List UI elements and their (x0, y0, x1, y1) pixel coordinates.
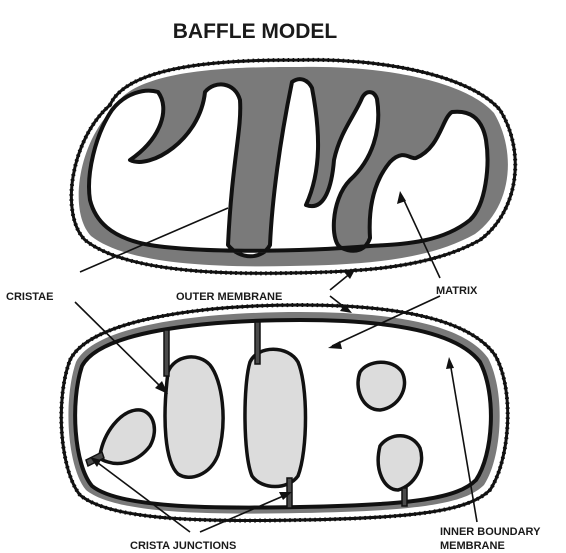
label-outer-membrane: OUTER MEMBRANE (176, 291, 282, 303)
crista-4 (358, 362, 404, 410)
crista-junction-1 (164, 330, 169, 376)
label-inner-boundary-line1: INNER BOUNDARY (440, 526, 541, 538)
crista-junction-4 (402, 488, 407, 506)
junction-mitochondrion (61, 305, 507, 521)
diagram-title: BAFFLE MODEL (173, 20, 338, 43)
crista-junction-2 (255, 322, 260, 364)
label-crista-junctions: CRISTA JUNCTIONS (130, 540, 236, 552)
crista-3 (245, 349, 306, 486)
label-inner-boundary-line2: MEMBRANE (440, 540, 505, 552)
crista-2 (165, 357, 223, 477)
label-matrix: MATRIX (436, 285, 478, 297)
label-cristae: CRISTAE (6, 291, 53, 303)
baffle-mitochondrion (71, 60, 515, 273)
